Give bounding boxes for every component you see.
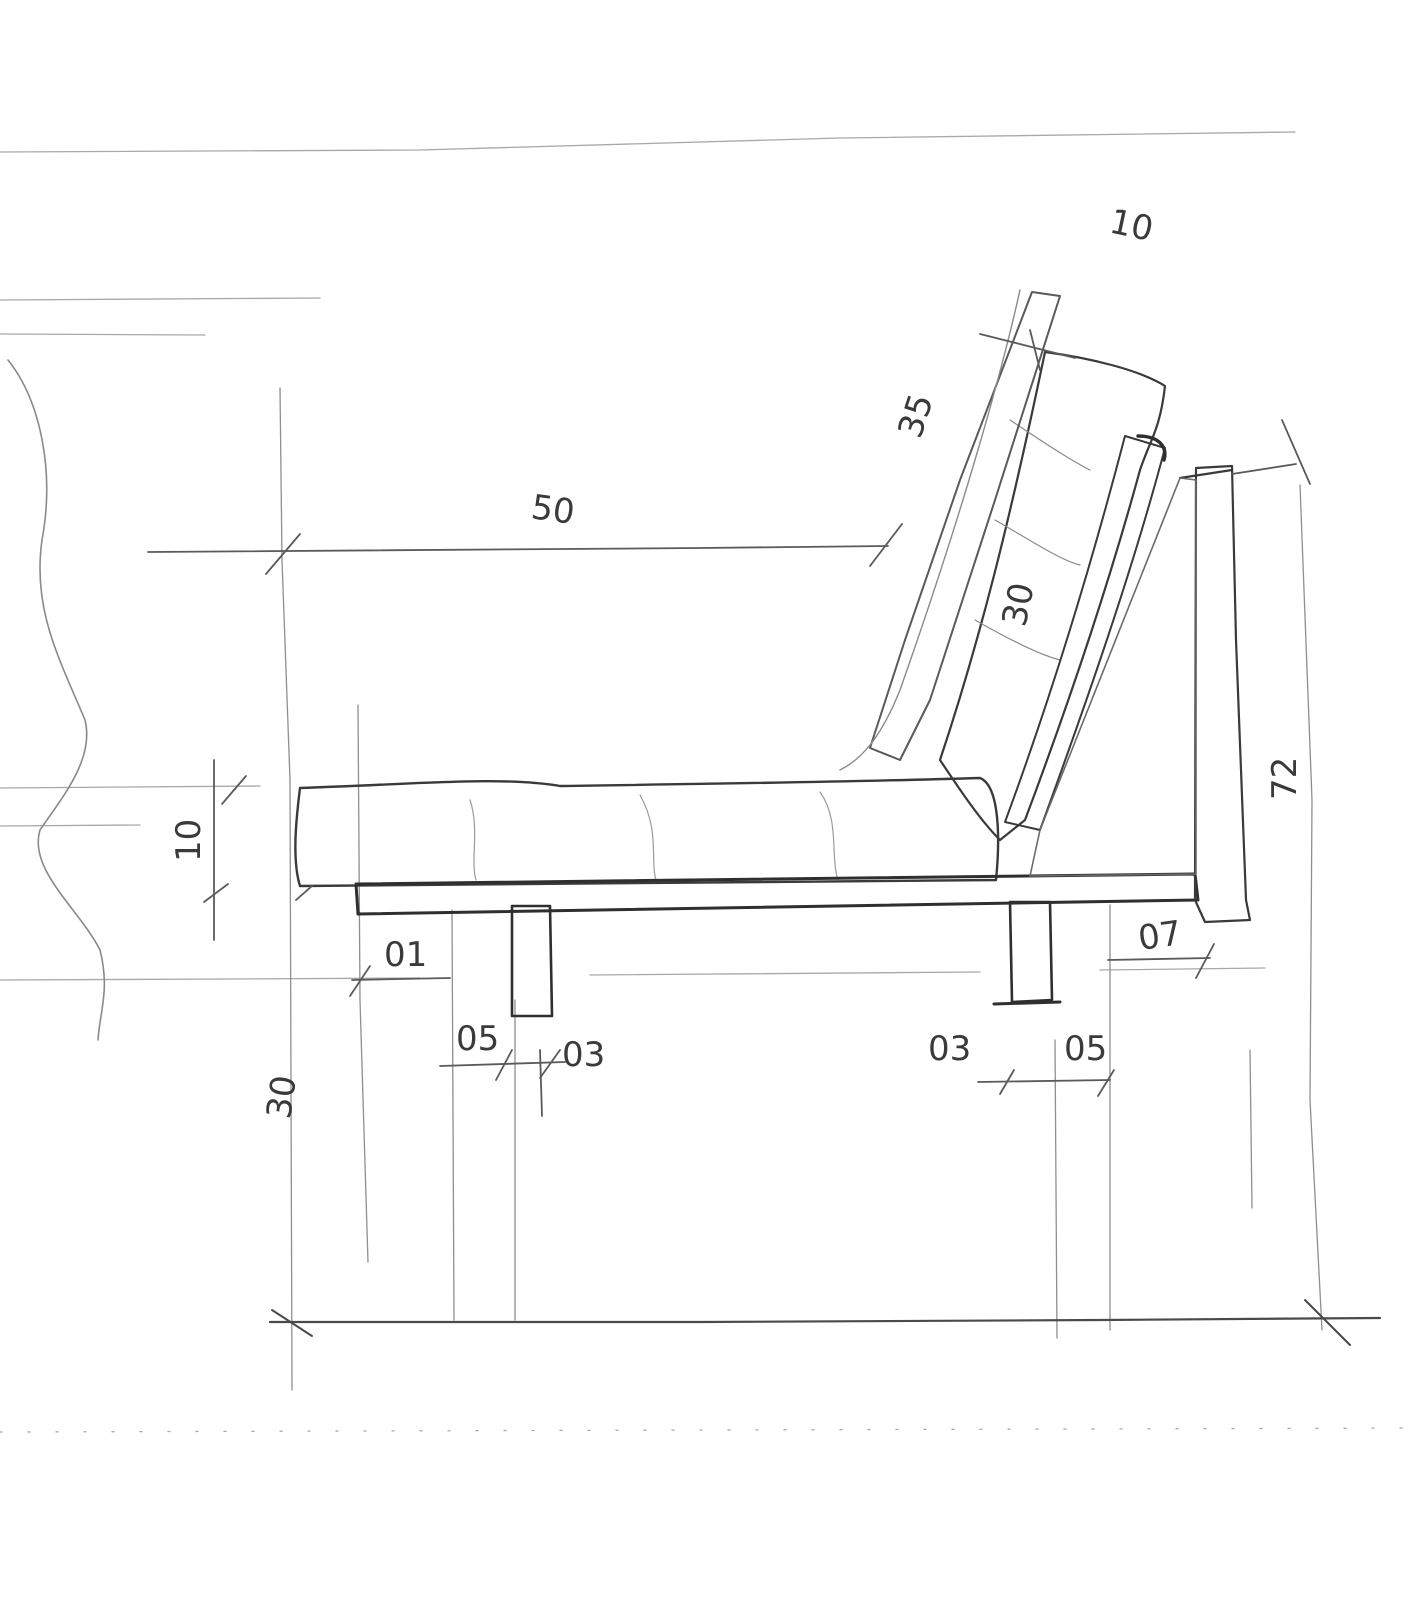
label-front-support-offset: 03 (562, 1035, 605, 1075)
back-panel (1193, 464, 1252, 924)
dim-tick-seat-depth-left (265, 533, 301, 575)
seat-cushion (294, 776, 1000, 888)
label-backrest-cushion-thickness: 35 (891, 389, 942, 443)
bottom-dotted-line (0, 1427, 1426, 1433)
rear-support (1008, 900, 1054, 1004)
dim-line-board-back (1107, 957, 1211, 961)
label-board-front: 01 (384, 935, 427, 975)
dimension-lines (147, 329, 1311, 1117)
front-support-guide-1 (451, 909, 455, 1321)
dim-line-backrest-cushion (979, 333, 1076, 359)
construction-lines (0, 131, 1426, 1433)
backrest-frame-top-knob (1136, 434, 1167, 462)
backrest-board-outer-edge (839, 289, 1021, 771)
top-reference-line (0, 131, 1296, 153)
label-seat-cushion-height: 10 (169, 819, 209, 862)
board-bottom-line-far (1099, 967, 1266, 971)
dim-tick-seat-cushion-bottom (203, 883, 229, 903)
floor-tick-right (1304, 1299, 1351, 1346)
dimension-labels: 10 35 50 30 10 72 01 07 05 03 03 05 30 (169, 202, 1305, 1122)
label-back-height: 72 (1265, 757, 1305, 800)
middle-left-line (0, 824, 141, 827)
backrest-cushion-body (938, 350, 1167, 842)
board-bottom-line-right (589, 971, 981, 976)
seat-cushion-inner-curve-3 (819, 791, 839, 881)
floor-tick-left (271, 1309, 313, 1337)
dim-tick-back-height (1281, 419, 1311, 485)
back-guide (1249, 1049, 1253, 1209)
seat-front-guide (357, 704, 369, 1263)
label-backrest-cushion-length: 30 (995, 579, 1043, 630)
dim-tick-seat-cushion-top (221, 775, 247, 805)
dim-tick-seat-depth-right (869, 523, 903, 567)
backrest-cushion (938, 350, 1167, 842)
dim-tick-seat-height-top (295, 885, 313, 901)
label-front-support-width: 05 (456, 1019, 499, 1059)
dim-tick-front-support-c (539, 1049, 543, 1117)
dim-line-back-height (1231, 463, 1297, 475)
dim-tick-front-support-b (539, 1049, 561, 1079)
label-rear-support-width: 05 (1064, 1029, 1107, 1069)
rear-support-foot (992, 1000, 1062, 1006)
back-panel-top-cap (1178, 468, 1234, 480)
label-seat-height: 30 (259, 1073, 305, 1121)
upper-left-line-2 (0, 333, 206, 336)
dim-tick-rear-support-a (999, 1069, 1015, 1095)
dim-line-rear-support (977, 1079, 1111, 1083)
label-backrest-top: 10 (1106, 202, 1157, 250)
rear-wedge (1029, 477, 1197, 877)
left-vertical-guide (279, 387, 293, 1391)
backrest-cushion-curve-2 (994, 519, 1081, 566)
board-bottom-line-left (0, 977, 421, 981)
seat-cushion-body (294, 776, 1000, 888)
dim-tick-front-support-a (495, 1049, 513, 1081)
label-board-back: 07 (1136, 913, 1184, 959)
seat-board (354, 872, 1200, 916)
wavy-outline (7, 359, 106, 1041)
label-rear-support-offset: 03 (928, 1029, 971, 1069)
dim-tick-board-front (349, 965, 371, 997)
backrest-board (869, 291, 1061, 761)
dim-tick-backrest-cushion (1029, 329, 1041, 371)
backrest-cushion-curve-3 (974, 619, 1061, 661)
vertical-guides (279, 387, 1323, 1391)
seat-cushion-inner-curve-2 (639, 794, 657, 881)
seat-top-line-left (0, 785, 261, 789)
front-support (510, 904, 554, 1018)
dim-tick-board-back (1195, 943, 1215, 979)
back-outer-guide (1299, 484, 1323, 1331)
backrest-frame (1004, 435, 1166, 831)
seat-cushion-inner-curve-1 (469, 799, 477, 881)
dim-line-board-front (351, 977, 451, 981)
floor-line (268, 1316, 1382, 1324)
upper-left-line-1 (0, 297, 321, 301)
label-seat-depth: 50 (529, 487, 577, 533)
dim-line-front-support (439, 1061, 566, 1067)
dim-line-seat-depth (147, 545, 889, 553)
dim-tick-rear-support-b (1097, 1069, 1115, 1097)
rear-support-guide-1 (1054, 1039, 1058, 1339)
